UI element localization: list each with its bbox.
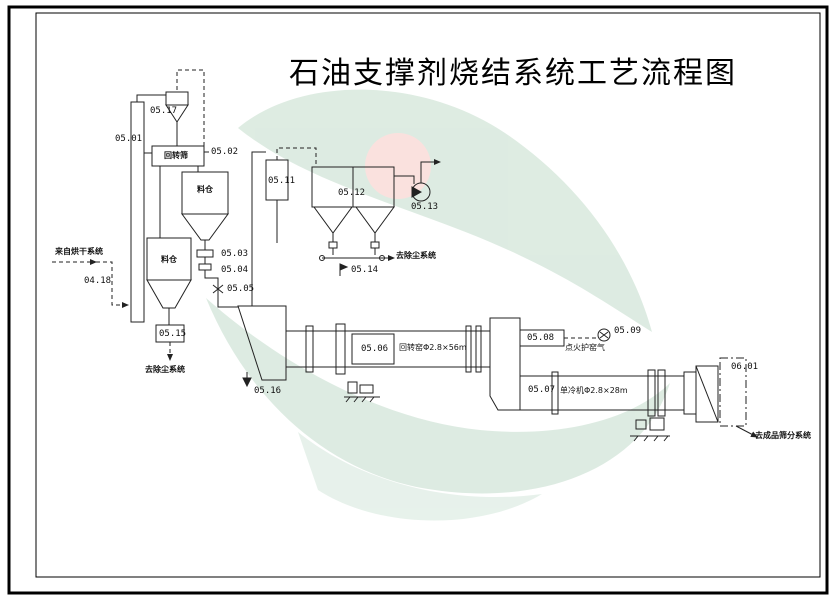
screw-conveyor	[319, 248, 395, 276]
equipment-tag-0508: 05.08	[527, 333, 555, 343]
equipment-tag-0418: 04.18	[84, 276, 112, 286]
rotary-kiln	[286, 323, 491, 403]
label-cooler-spec: 单冷机Φ2.8×28m	[560, 386, 628, 395]
cooler-discharge	[683, 357, 758, 438]
equipment-tag-0506: 05.06	[361, 344, 389, 354]
bag-filter	[311, 166, 395, 249]
equipment-tag-0502: 05.02	[211, 147, 239, 157]
drawing-title: 石油支撑剂烧结系统工艺流程图	[289, 56, 737, 91]
feeder-05-17	[165, 69, 205, 146]
equipment-tag-0503: 05.03	[221, 249, 249, 259]
equipment-tag-0505: 05.05	[227, 284, 255, 294]
cyclone-05-11	[251, 147, 317, 306]
label-silo-left: 料仓	[161, 255, 177, 264]
equipment-tag-0513: 05.13	[411, 202, 439, 212]
equipment-tag-0516: 05.16	[254, 386, 282, 396]
bucket-elevator	[130, 94, 166, 323]
label-from-dryer: 来自烘干系统	[55, 247, 103, 256]
equipment-tag-0511: 05.11	[268, 176, 296, 186]
sheet-frame	[7, 5, 829, 595]
silo-left	[146, 237, 192, 361]
equipment-tag-0512: 05.12	[338, 188, 366, 198]
label-silo-top: 料仓	[197, 185, 213, 194]
equipment-tag-0514: 05.14	[351, 265, 379, 275]
silo-top	[181, 171, 238, 308]
feed-from-dryer	[52, 259, 129, 308]
label-ignition-gas: 点火护窑气	[565, 343, 605, 352]
exhaust-fan	[394, 159, 441, 202]
equipment-tag-0504: 05.04	[221, 265, 249, 275]
equipment-tag-0509: 05.09	[614, 326, 642, 336]
equipment-tag-0515: 05.15	[159, 329, 187, 339]
equipment-tag-0507: 05.07	[528, 385, 556, 395]
watermark-logo	[206, 89, 670, 521]
label-kiln-spec: 回转窑Φ2.8×56m	[399, 343, 467, 352]
equipment-tag-0517: 05.17	[150, 106, 178, 116]
label-to-dust-left: 去除尘系统	[145, 365, 185, 374]
label-to-product: 去成品筛分系统	[755, 431, 811, 440]
label-rotary-screen: 回转筛	[164, 151, 188, 160]
rotary-screen	[144, 145, 209, 238]
label-to-dust-mid: 去除尘系统	[396, 251, 436, 260]
equipment-tag-0601: 06.01	[731, 362, 759, 372]
kiln-feed-hood	[237, 305, 287, 388]
equipment-tag-0501: 05.01	[115, 134, 143, 144]
kiln-discharge-hood	[489, 317, 611, 411]
